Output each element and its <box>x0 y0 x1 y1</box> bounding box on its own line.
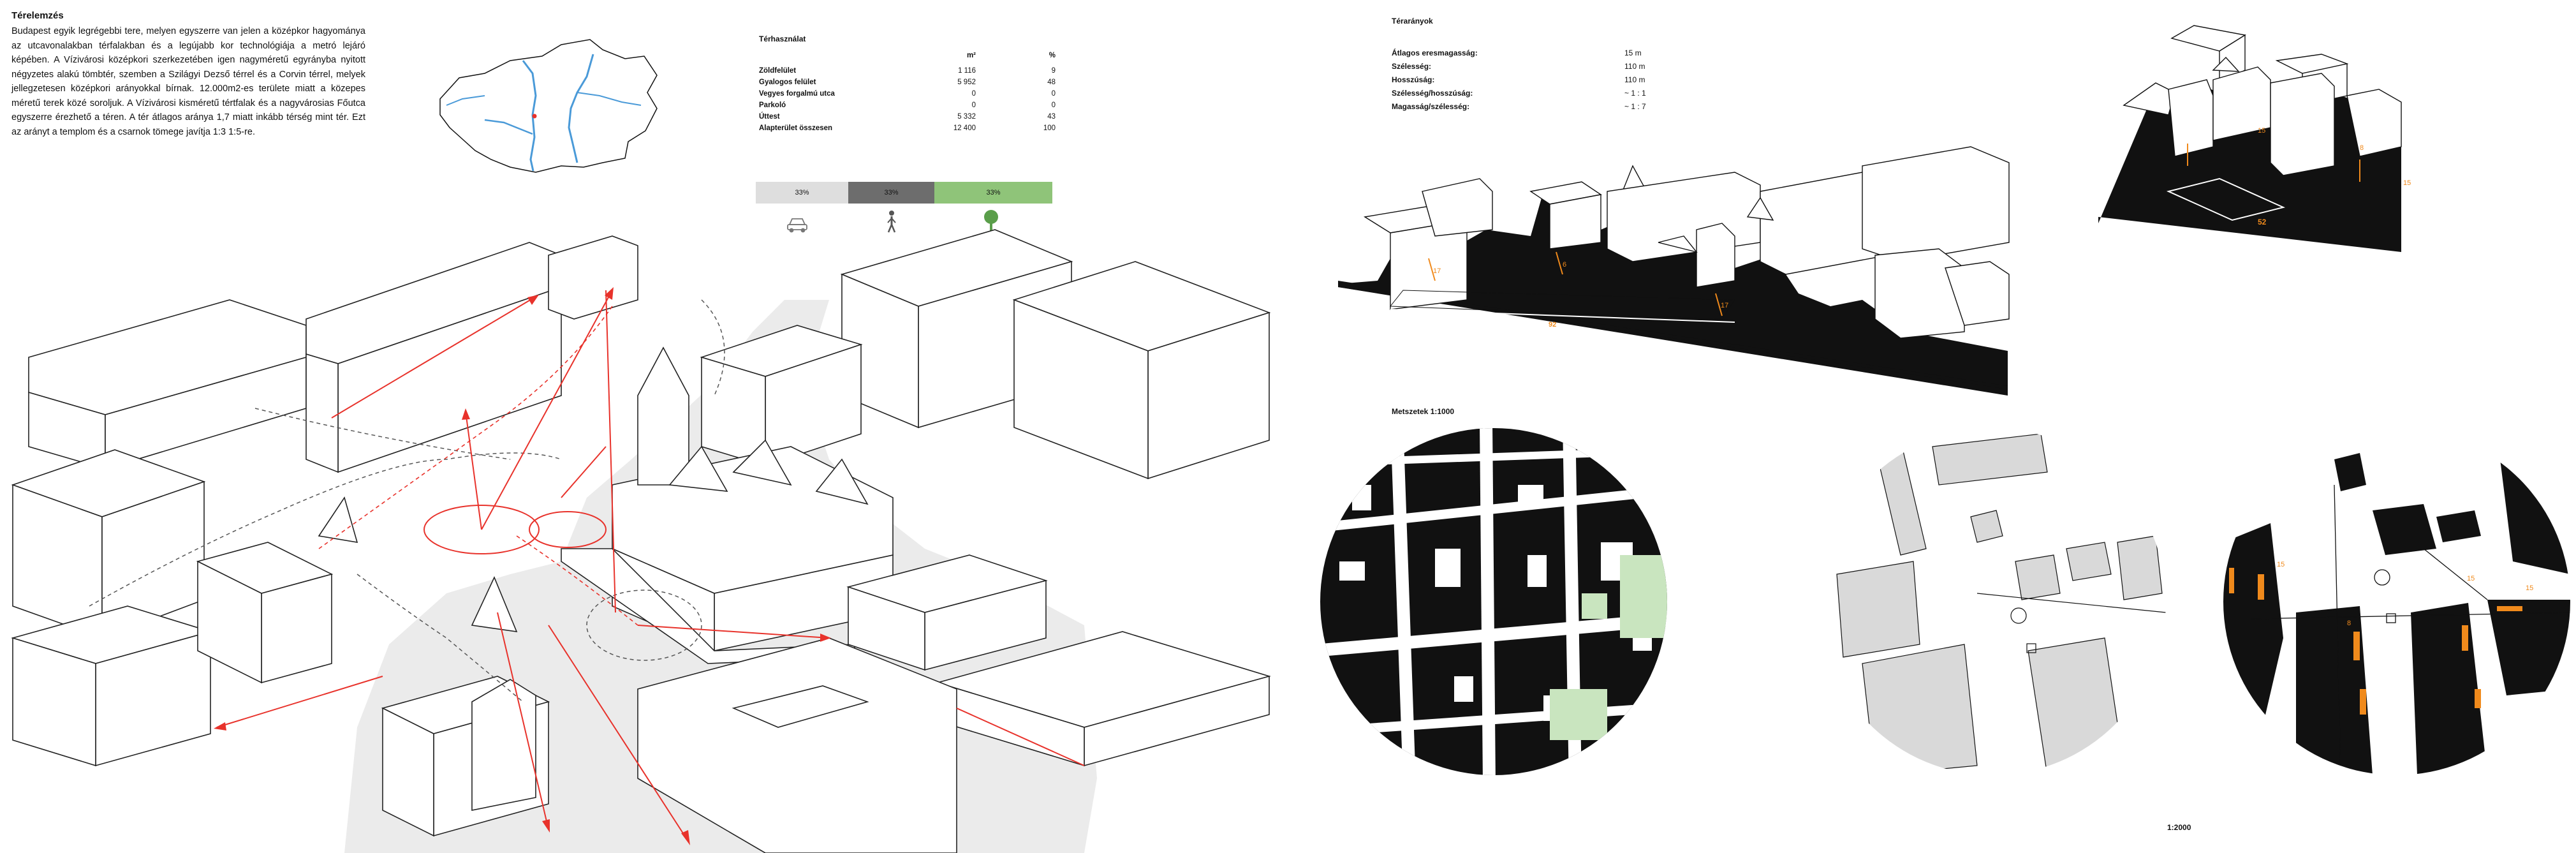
table-row: Szélesség:110 m <box>1392 61 1645 71</box>
tree-icon <box>984 210 998 231</box>
pedestrian-icon <box>887 211 896 233</box>
col-m2-header: m² <box>966 52 976 59</box>
detail-plan <box>1819 428 2166 775</box>
width-label: 92 <box>1549 321 1556 329</box>
land-use-title: Térhasználat <box>759 34 806 43</box>
map-height-label: 15 <box>2526 584 2533 592</box>
height-label: 17 <box>1721 302 1728 309</box>
bar-green: 33% <box>934 182 1052 204</box>
map-height-label: 15 <box>2467 575 2475 582</box>
space-ratios-table: Átlagos eresmagasság:15 m Szélesség:110 … <box>1392 46 1682 113</box>
map-height-label: 8 <box>2347 619 2351 627</box>
map-height-label: 15 <box>2277 561 2285 568</box>
table-row: Magasság/szélesség:~ 1 : 7 <box>1392 101 1646 111</box>
bar-pedestrian: 33% <box>848 182 934 204</box>
table-row: Szélesség/hosszúság:~ 1 : 1 <box>1392 88 1646 98</box>
height-label: 17 <box>1433 267 1441 275</box>
table-row: Hosszúság:110 m <box>1392 75 1645 84</box>
height-label: 15 <box>2258 127 2265 135</box>
section-left: 92 17 6 17 <box>1338 146 2010 396</box>
bar-road: 33% <box>756 182 848 204</box>
table-row: Átlagos eresmagasság:15 m <box>1392 48 1642 57</box>
analysis-title: Térelemzés <box>11 10 64 21</box>
figure-ground-plan <box>1320 428 1667 775</box>
height-label: 6 <box>1563 261 1566 269</box>
height-label: 15 <box>2403 179 2411 187</box>
section-right: 52 15 8 15 <box>2098 25 2411 252</box>
col-pct-header: % <box>1049 52 1056 59</box>
scale-label: 1:2000 <box>2167 823 2191 832</box>
analysis-text: Budapest egyik legrégebbi tere, melyen e… <box>11 26 365 137</box>
sections-title: Metszetek 1:1000 <box>1392 407 1455 416</box>
width-label: 52 <box>2258 218 2267 226</box>
car-icon <box>787 218 807 233</box>
space-ratios-title: Térarányok <box>1392 17 1433 26</box>
height-label: 8 <box>2360 144 2364 152</box>
facade-plan: 15 8 15 15 <box>2223 428 2570 775</box>
